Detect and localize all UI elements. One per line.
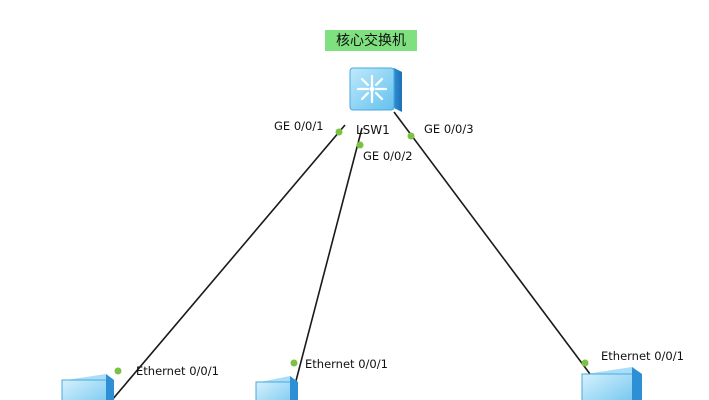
core-switch-title-tag: 核心交换机 xyxy=(325,30,417,51)
pc-port-label-3: Ethernet 0/0/1 xyxy=(601,349,684,363)
pc-3-icon[interactable] xyxy=(581,367,642,400)
port-dot-ge001 xyxy=(335,128,343,136)
link-line-3[interactable] xyxy=(393,111,591,375)
port-dot-pc1-eth xyxy=(114,367,122,375)
port-dot-ge003 xyxy=(407,132,415,140)
title-tag-text: 核心交换机 xyxy=(336,32,406,49)
pc-port-label-2: Ethernet 0/0/1 xyxy=(305,357,388,371)
pc-port-label-1: Ethernet 0/0/1 xyxy=(136,364,219,378)
title-tag-bg xyxy=(325,30,417,51)
pc-2-icon[interactable] xyxy=(255,376,298,400)
port-dot-pc2-eth xyxy=(290,359,298,367)
link-line-1[interactable] xyxy=(111,124,346,400)
pc-1-icon[interactable] xyxy=(61,374,114,400)
core-switch-name: LSW1 xyxy=(356,123,390,137)
link-line-2[interactable] xyxy=(290,127,363,400)
switch-port-label-1: GE 0/0/1 xyxy=(274,119,324,133)
layer3-switch-icon[interactable] xyxy=(349,67,402,112)
switch-port-label-2: GE 0/0/2 xyxy=(363,149,413,163)
port-dot-ge002 xyxy=(356,141,364,149)
port-dot-pc3-eth xyxy=(581,359,589,367)
switch-port-label-3: GE 0/0/3 xyxy=(424,122,474,136)
